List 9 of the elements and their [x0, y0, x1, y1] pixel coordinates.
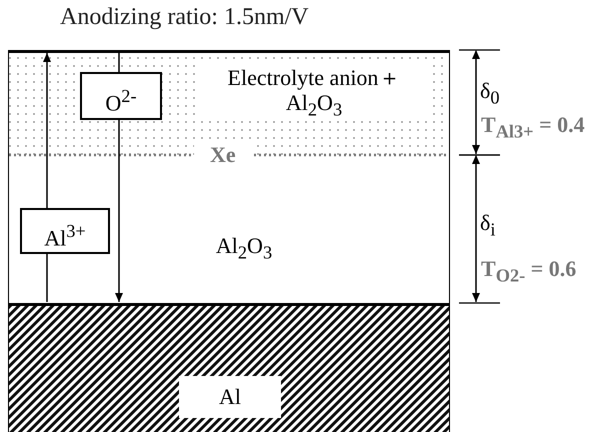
edge-label: O$^{2-}$	[80, 72, 162, 120]
title: Anodizing ratio: 1.5nm/V	[60, 4, 309, 31]
metal-substrate	[8, 303, 450, 432]
transport-number: T$_{Al3+}$ = 0.4	[481, 112, 585, 142]
edge-label: Al$^{3+}$	[20, 208, 110, 254]
metal-label: Al	[179, 376, 281, 418]
dimension-label: δ$_{0}$	[480, 78, 500, 108]
dimension-label: δ$_{i}$	[480, 210, 496, 240]
transport-number: T$_{O2-}$ = 0.6	[481, 256, 576, 286]
